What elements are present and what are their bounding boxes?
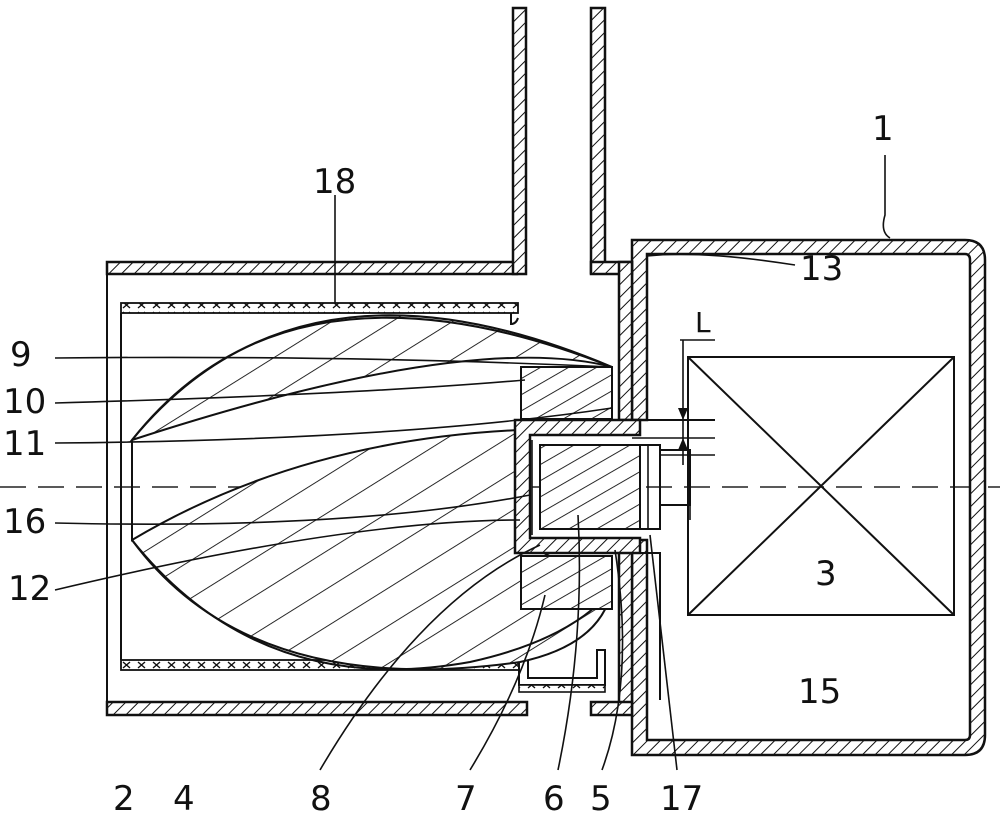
label-2: 2	[113, 779, 135, 819]
label-10: 10	[3, 382, 46, 422]
label-9: 9	[10, 335, 32, 375]
upper-block	[521, 367, 612, 419]
label-dimension-l: L	[695, 306, 711, 339]
label-6: 6	[543, 779, 565, 819]
label-11: 11	[3, 424, 46, 464]
core-element	[540, 445, 640, 529]
label-13: 13	[800, 249, 843, 289]
label-17: 17	[660, 779, 703, 819]
label-15: 15	[798, 672, 841, 712]
label-1: 1	[872, 109, 894, 149]
label-3: 3	[815, 554, 837, 594]
label-12: 12	[8, 569, 51, 609]
label-4: 4	[173, 779, 195, 819]
lower-block	[521, 556, 612, 609]
label-18: 18	[313, 162, 356, 202]
label-5: 5	[590, 779, 612, 819]
label-16: 16	[3, 502, 46, 542]
label-7: 7	[455, 779, 477, 819]
label-8: 8	[310, 779, 332, 819]
